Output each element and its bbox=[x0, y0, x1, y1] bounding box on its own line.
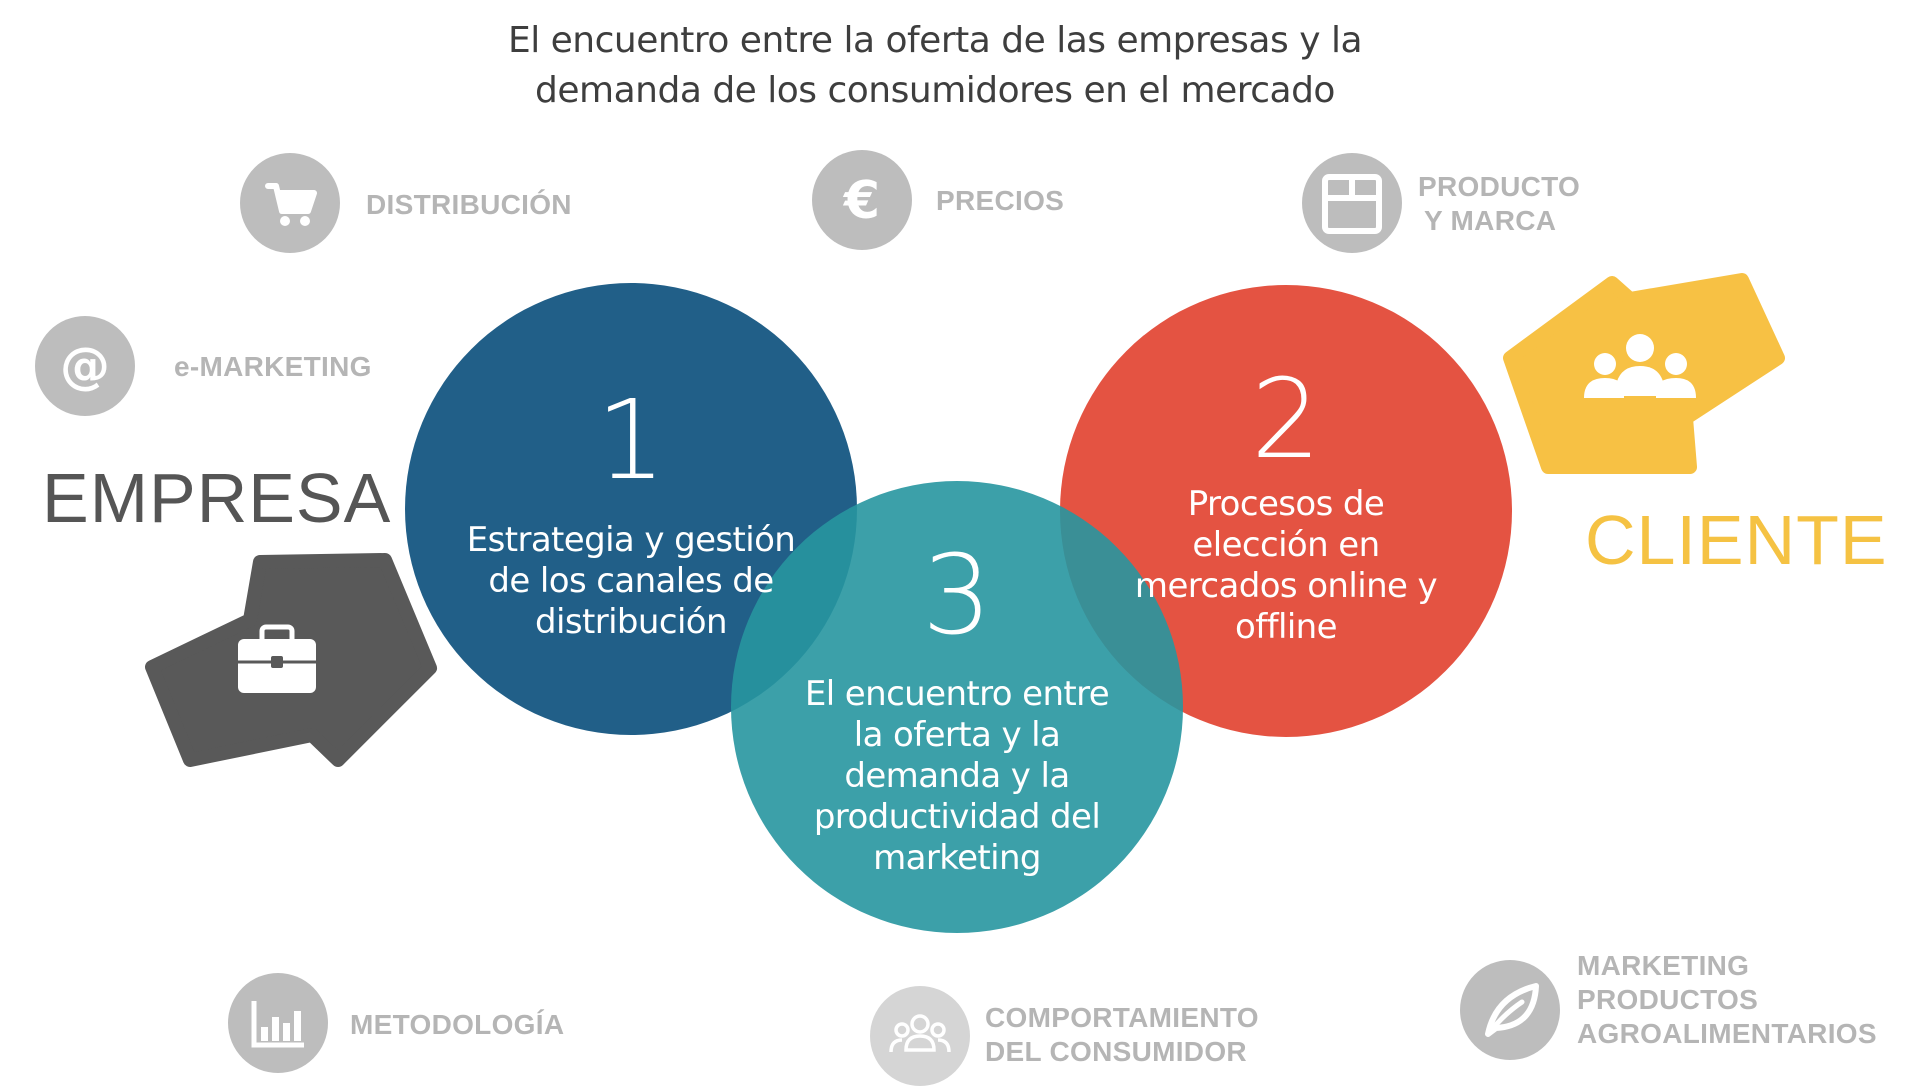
people-icon bbox=[870, 986, 970, 1086]
topic-producto-line-2: Y MARCA bbox=[1424, 205, 1557, 236]
topic-agro-line-1: MARKETING bbox=[1577, 950, 1750, 981]
empresa-label: EMPRESA bbox=[42, 459, 392, 537]
circle-3-number: 3 bbox=[922, 531, 992, 659]
topic-metodologia-label: METODOLOGÍA bbox=[350, 1009, 565, 1040]
diagram-title: El encuentro entre la oferta de las empr… bbox=[505, 16, 1365, 116]
circle-1-line-2: de los canales de bbox=[488, 561, 774, 601]
topic-comportamiento: COMPORTAMIENTO DEL CONSUMIDOR bbox=[985, 1001, 1259, 1069]
topic-producto-line-1: PRODUCTO bbox=[1418, 171, 1581, 202]
title-line-2: demanda de los consumidores en el mercad… bbox=[535, 70, 1335, 111]
box-icon bbox=[1302, 153, 1402, 253]
circle-3-line-2: la oferta y la bbox=[853, 715, 1061, 755]
circle-1-text: Estrategia y gestión de los canales de d… bbox=[405, 520, 857, 643]
circle-2-line-3: mercados online y bbox=[1134, 566, 1438, 606]
bar-chart-icon bbox=[228, 973, 328, 1073]
circle-2-line-2: elección en bbox=[1192, 525, 1380, 565]
circle-3-line-4: productividad del bbox=[813, 797, 1101, 837]
topic-comportamiento-line-1: COMPORTAMIENTO bbox=[985, 1002, 1259, 1033]
svg-text:€: € bbox=[843, 171, 880, 231]
svg-text:@: @ bbox=[60, 337, 110, 395]
topic-comportamiento-line-2: DEL CONSUMIDOR bbox=[985, 1036, 1247, 1067]
topic-precios-label: PRECIOS bbox=[936, 185, 1065, 216]
topic-producto: PRODUCTO Y MARCA bbox=[1418, 170, 1580, 238]
users-icon bbox=[1584, 334, 1696, 398]
topic-distribucion: DISTRIBUCIÓN bbox=[366, 188, 572, 222]
topic-emarketing-label: e-MARKETING bbox=[174, 351, 372, 382]
topic-emarketing: e-MARKETING bbox=[174, 350, 372, 384]
topic-agro: MARKETING PRODUCTOS AGROALIMENTARIOS bbox=[1577, 949, 1877, 1051]
circle-2-line-4: offline bbox=[1235, 607, 1338, 647]
circle-2-line-1: Procesos de bbox=[1187, 484, 1385, 524]
circle-3-line-1: El encuentro entre bbox=[804, 674, 1110, 714]
topic-metodologia: METODOLOGÍA bbox=[350, 1008, 564, 1042]
circle-1-number: 1 bbox=[596, 376, 666, 504]
briefcase-icon bbox=[238, 624, 316, 693]
at-icon: @ bbox=[35, 316, 135, 416]
circle-3 bbox=[731, 481, 1183, 933]
topic-distribucion-label: DISTRIBUCIÓN bbox=[366, 189, 572, 220]
circle-3-line-3: demanda y la bbox=[844, 756, 1070, 796]
cart-icon bbox=[240, 153, 340, 253]
title-line-1: El encuentro entre la oferta de las empr… bbox=[507, 20, 1363, 61]
circle-1-line-3: distribución bbox=[535, 602, 728, 642]
cliente-label: CLIENTE bbox=[1585, 501, 1888, 579]
circle-3-text: El encuentro entre la oferta y la demand… bbox=[731, 674, 1183, 879]
topic-precios: PRECIOS bbox=[936, 184, 1064, 218]
circle-2-number: 2 bbox=[1251, 355, 1321, 483]
euro-icon: € bbox=[812, 150, 912, 250]
topic-agro-line-3: AGROALIMENTARIOS bbox=[1577, 1018, 1877, 1049]
circle-2-text: Procesos de elección en mercados online … bbox=[1060, 484, 1512, 648]
topic-agro-line-2: PRODUCTOS bbox=[1577, 984, 1759, 1015]
circle-1-line-1: Estrategia y gestión bbox=[466, 520, 796, 560]
circle-3-line-5: marketing bbox=[873, 838, 1041, 878]
leaf-icon bbox=[1460, 960, 1560, 1060]
